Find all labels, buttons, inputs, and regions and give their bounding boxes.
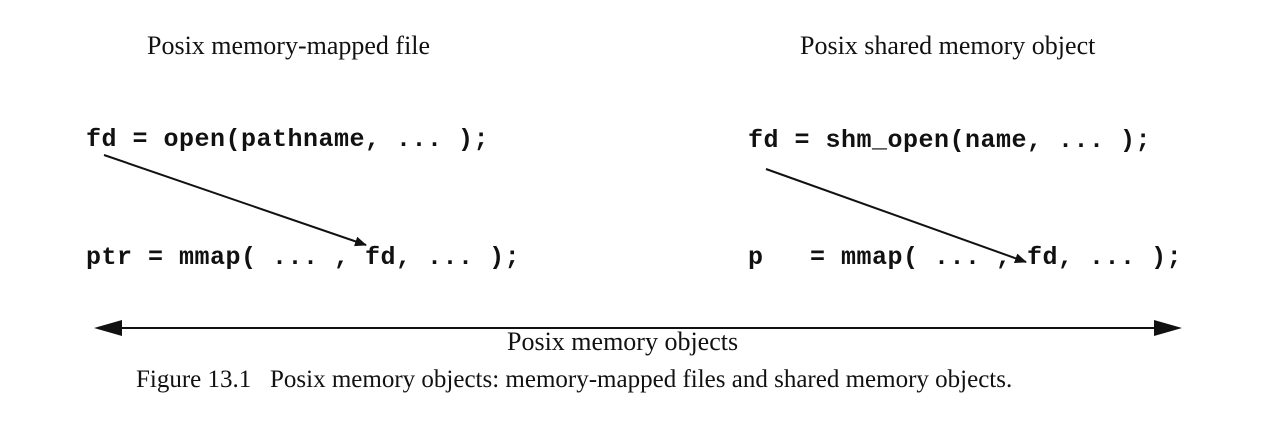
left-fd-arrow <box>103 154 367 247</box>
range-arrow-left-head <box>94 320 122 336</box>
right-shm-open-call: fd = shm_open(name, ... ); <box>748 126 1152 155</box>
left-mmap-call: ptr = mmap( ... , fd, ... ); <box>86 243 521 272</box>
range-label: Posix memory objects <box>507 327 739 356</box>
left-open-call: fd = open(pathname, ... ); <box>86 125 490 154</box>
left-heading: Posix memory-mapped file <box>147 31 431 60</box>
figure-caption: Figure 13.1 Posix memory objects: memory… <box>136 366 1013 393</box>
right-mmap-call: p = mmap( ... , fd, ... ); <box>748 243 1183 272</box>
right-fd-arrow <box>765 168 1027 264</box>
right-heading: Posix shared memory object <box>800 31 1096 60</box>
range-arrow-right-head <box>1154 320 1182 336</box>
